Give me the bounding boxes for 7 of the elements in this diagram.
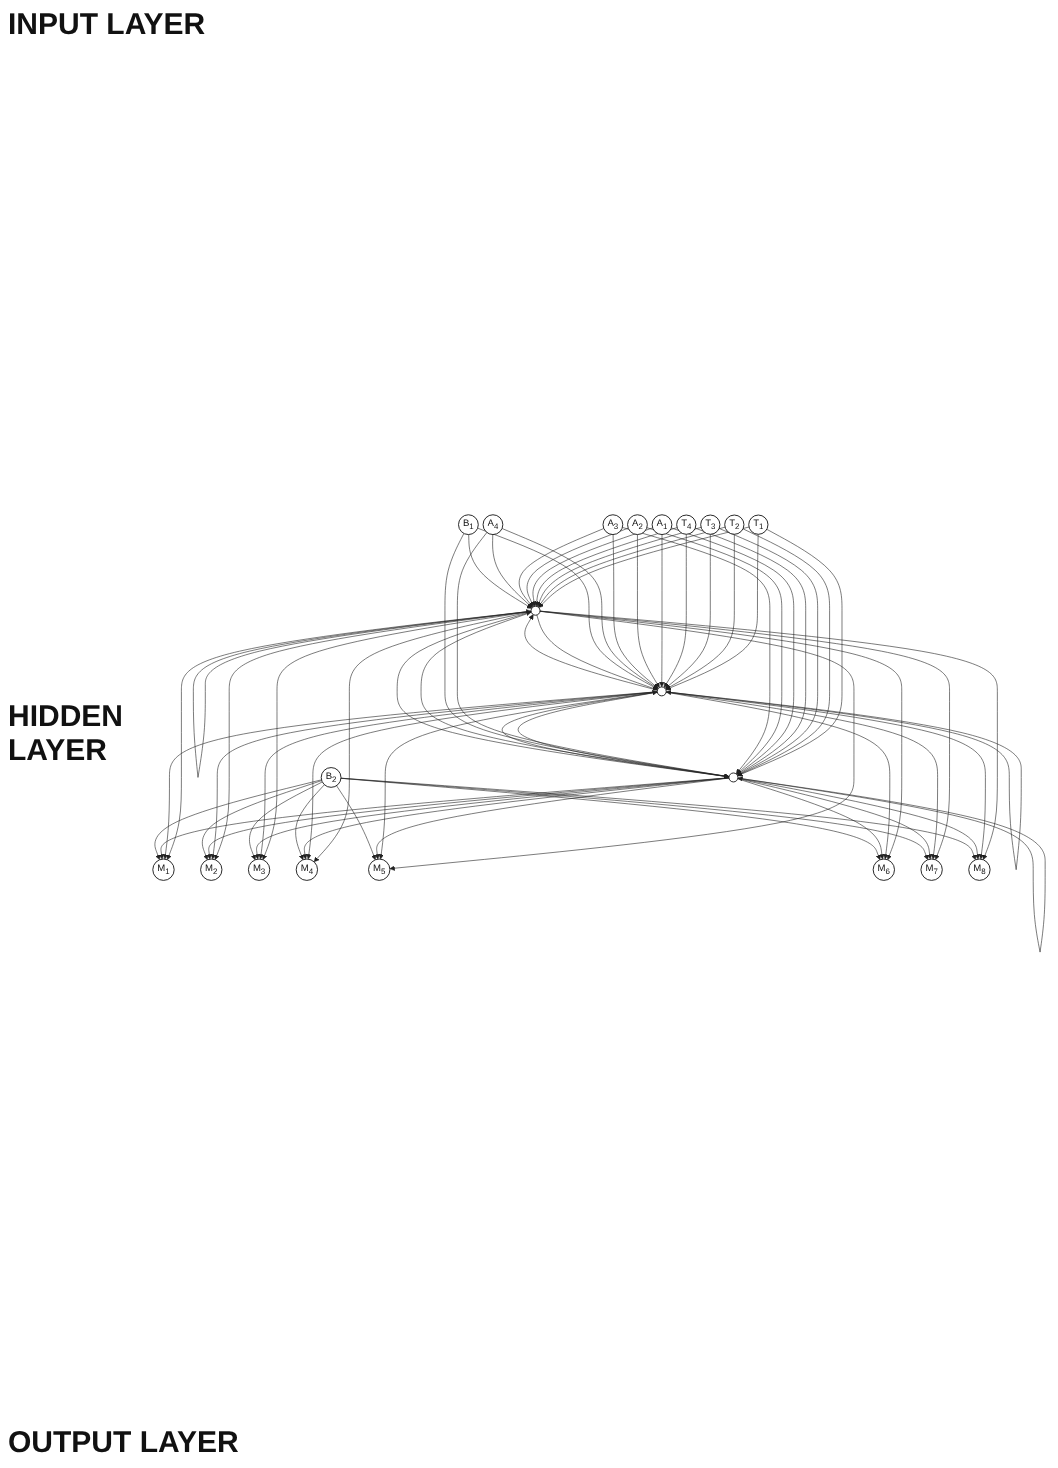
arrow [665, 690, 1022, 871]
layer-label: INPUT LAYER [8, 8, 208, 42]
node-circle [530, 606, 541, 617]
node-circle [728, 773, 739, 783]
layer-label: HIDDEN LAYER [8, 700, 126, 768]
layer-label: OUTPUT LAYER [8, 1426, 241, 1460]
node-circle [656, 686, 667, 697]
